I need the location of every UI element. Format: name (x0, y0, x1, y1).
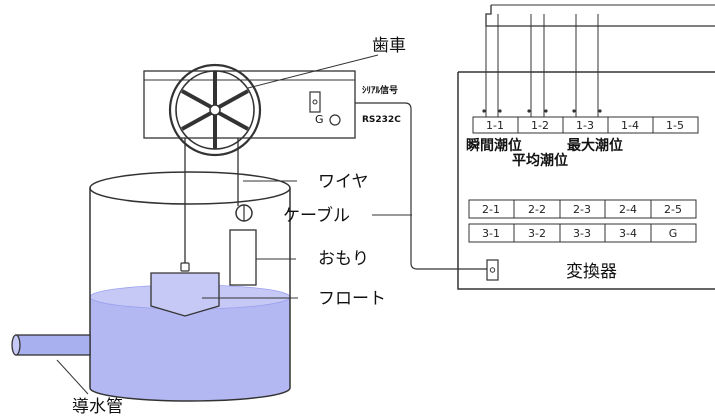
label-inlet-pipe: 導水管 (72, 397, 123, 416)
g-indicator-icon (329, 114, 341, 126)
terminal-2-1: 2-1 (482, 203, 500, 216)
terminal-3-1: 3-1 (482, 227, 500, 240)
terminal-1-2: 1-2 (531, 119, 549, 132)
label-g-mark: G (315, 113, 324, 126)
converter-connector (486, 259, 499, 281)
terminal-2-4: 2-4 (619, 203, 637, 216)
terminal-2-3: 2-3 (573, 203, 591, 216)
label-max-tide: 最大潮位 (567, 137, 623, 154)
terminal-1-1: 1-1 (486, 119, 504, 132)
housing-connector (309, 91, 321, 113)
signal-cable (320, 102, 487, 270)
terminal-3-3: 3-3 (573, 227, 591, 240)
label-wire: ワイヤ (318, 172, 369, 192)
terminal-2-5: 2-5 (664, 203, 682, 216)
terminal-1-4: 1-4 (621, 119, 639, 132)
terminal-row-3: 3-1 3-2 3-3 3-4 G (468, 223, 697, 243)
terminal-1-5: 1-5 (666, 119, 684, 132)
terminal-3-g: G (669, 227, 678, 240)
label-rs232c: RS232C (362, 115, 401, 125)
gear-wheel-icon (168, 63, 262, 157)
inlet-pipe (11, 334, 91, 356)
label-average-tide: 平均潮位 (512, 152, 568, 169)
converter-box (457, 4, 715, 290)
terminal-1-3: 1-3 (576, 119, 594, 132)
pulley-icon (235, 204, 253, 222)
terminal-3-2: 3-2 (528, 227, 546, 240)
label-gear: 歯車 (372, 36, 406, 56)
label-cable: ケーブル (283, 205, 350, 226)
weight-block (229, 229, 257, 286)
terminal-row-1: 1-1 1-2 1-3 1-4 1-5 (472, 116, 699, 134)
terminal-2-2: 2-2 (528, 203, 546, 216)
float-icon (150, 262, 220, 317)
water-body (90, 297, 290, 401)
label-weight: おもり (318, 249, 369, 269)
label-converter: 変換器 (566, 262, 617, 282)
label-float: フロート (318, 289, 386, 309)
terminal-row-2: 2-1 2-2 2-3 2-4 2-5 (468, 199, 697, 219)
terminal-3-4: 3-4 (619, 227, 637, 240)
inlet-pipe-leader-line (56, 359, 89, 395)
label-instant-tide: 瞬間潮位 (466, 137, 522, 154)
label-serial-signal: ｼﾘｱﾙ信号 (362, 84, 398, 96)
gear-leader-line (247, 54, 379, 89)
